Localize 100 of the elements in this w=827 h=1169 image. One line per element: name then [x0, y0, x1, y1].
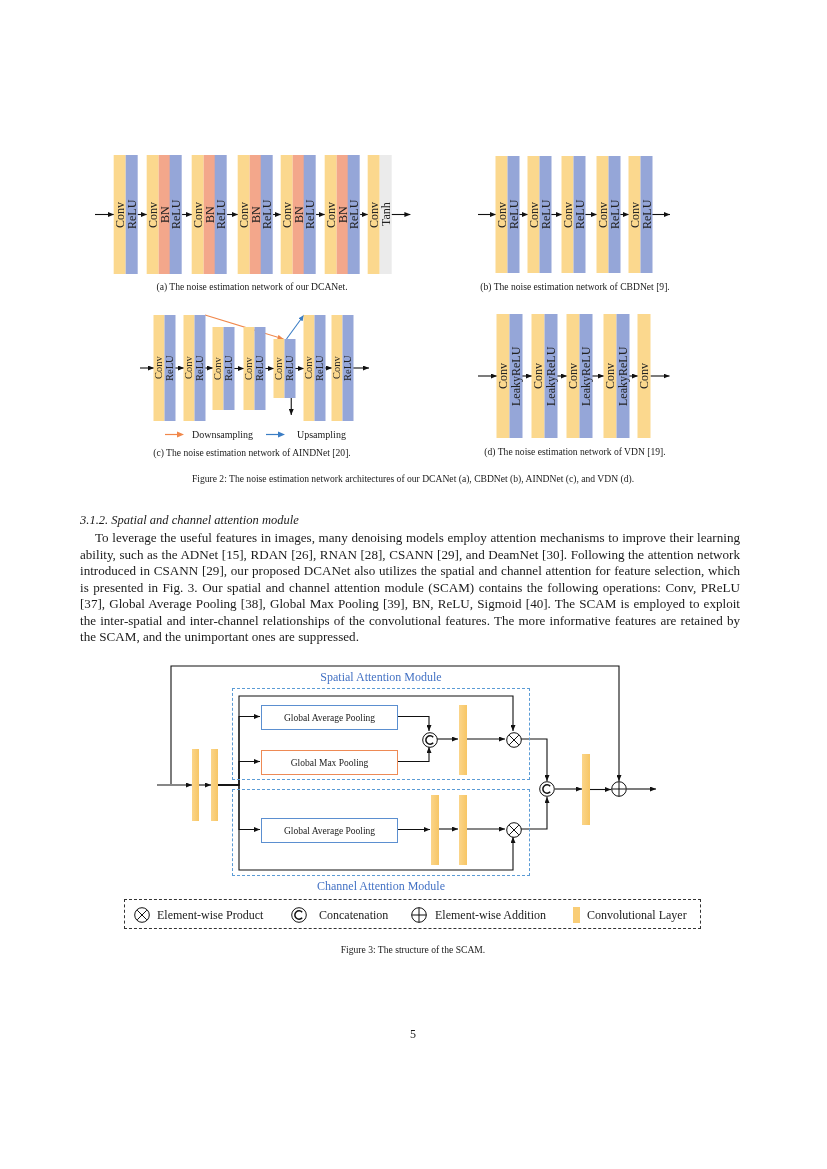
layer-block: Conv [532, 314, 545, 438]
conv-layer-bar [459, 705, 467, 775]
arrow [626, 786, 657, 792]
arrow [181, 212, 193, 217]
arrow [477, 373, 498, 379]
arrow [204, 365, 214, 371]
arrow [390, 212, 411, 217]
arrow [136, 212, 148, 217]
arrow [550, 212, 563, 217]
layer-block: ReLU [640, 156, 652, 273]
layer-block: Conv [325, 155, 337, 274]
layer-block: LeakyReLU [616, 314, 629, 438]
layer-block: ReLU [507, 156, 519, 273]
module-title: Channel Attention Module [316, 879, 446, 894]
layer-block: ReLU [284, 339, 295, 398]
layer-block: BN [203, 155, 216, 274]
arrow [139, 365, 155, 371]
figure-caption: Figure 3: The structure of the SCAM. [339, 944, 487, 955]
conv-layer-bar [192, 749, 199, 821]
arrow [272, 212, 282, 217]
arrow [589, 787, 612, 792]
layer-block: ReLU [573, 156, 585, 273]
figure-caption: (d) The noise estimation network of VDN [19]. [483, 446, 667, 457]
layer-block: LeakyReLU [544, 314, 557, 438]
figure-caption: (b) The noise estimation network of CBDNet [9]. [479, 281, 671, 292]
layer-block: BN [249, 155, 262, 274]
arrow [521, 373, 533, 379]
arrow [174, 365, 185, 371]
arrow [554, 786, 583, 792]
body-paragraph: To leverage the useful features in images, many denoising models employ attention mechanisms to improve their learning ability, such as the ADNet [15], RDAN [26], RNAN [28], CSANN [29], and DeamNet [30]. Following the attention network introduced in CSANN [29], our proposed DCANet also utilizes the spatial and channel attention for feature selection, which is presented in Fig. 3. Our spatial and channel attention module (SCAM) contains the following operations: Conv, PReLU [37], Global Average Pooling [38], Global Max Pooling [39], BN, ReLU, Sigmoid [40]. The SCAM is employed to exploit the inter-spatial and inter-channel relationships of the convolutional features. The more informative features are retained by the SCAM, and the unimportant ones are suppressed. [80, 530, 740, 646]
arrow [396, 827, 431, 832]
layer-block: LeakyReLU [579, 314, 592, 438]
arrow [518, 212, 529, 217]
arrow [217, 784, 516, 871]
arrow [465, 736, 506, 742]
arrow [628, 373, 639, 379]
arrow [294, 366, 305, 371]
layer-block: BN [292, 155, 305, 274]
arrow [591, 373, 605, 379]
layer-block: Conv [192, 155, 204, 274]
arrow [233, 366, 245, 371]
legend-label: Element-wise Addition [435, 907, 546, 923]
arrow [359, 212, 369, 217]
conv-layer-bar [431, 795, 439, 865]
layer-block: ReLU [254, 327, 265, 410]
layer-block: Conv [368, 155, 380, 274]
pooling-box: Global Average Pooling [261, 818, 398, 843]
module-title: Spatial Attention Module [319, 670, 443, 685]
layer-block: Conv [304, 315, 315, 421]
arrow [315, 212, 326, 217]
layer-block: ReLU [170, 155, 183, 274]
layer-block: ReLU [348, 155, 361, 274]
layer-block: Conv [213, 327, 224, 410]
layer-block: ReLU [608, 156, 620, 273]
arrow [94, 212, 115, 217]
arrow [520, 796, 550, 830]
layer-block: Conv [114, 155, 126, 274]
arrow [352, 365, 370, 371]
layer-block: ReLU [215, 155, 228, 274]
layer-block: Conv [496, 156, 508, 273]
arrow [170, 665, 622, 785]
legend-label: Upsampling [297, 429, 346, 440]
pooling-box: Global Average Pooling [261, 705, 398, 730]
layer-block: Conv [604, 314, 617, 438]
layer-block: ReLU [539, 156, 551, 273]
arrow [584, 212, 598, 217]
layer-block: Conv [281, 155, 293, 274]
layer-block: Conv [238, 155, 250, 274]
layer-block: Conv [597, 156, 609, 273]
arrow [396, 746, 432, 763]
layer-block: Conv [567, 314, 580, 438]
legend-label: Downsampling [192, 429, 254, 440]
arrow [465, 826, 506, 832]
layer-block: ReLU [164, 315, 175, 421]
arrow [288, 397, 294, 416]
layer-block: Conv [147, 155, 159, 274]
arrow [324, 365, 333, 371]
arrow [477, 212, 497, 217]
arrow [198, 782, 212, 788]
layer-block: ReLU [342, 315, 353, 421]
legend-label: Convolutional Layer [587, 907, 687, 923]
arrow [436, 736, 459, 742]
arrow [520, 738, 550, 782]
pooling-box: Global Max Pooling [261, 750, 398, 775]
layer-block: Conv [154, 315, 165, 421]
layer-block: Conv [244, 327, 255, 410]
arrow [156, 782, 193, 788]
layer-block: ReLU [261, 155, 274, 274]
figure-caption: (a) The noise estimation network of our DCANet. [155, 281, 349, 292]
layer-block: ReLU [304, 155, 317, 274]
arrow [226, 212, 239, 217]
figure-caption: Figure 2: The noise estimation network architectures of our DCANet (a), CBDNet (b), AINDNet (c), and VDN (d). [190, 473, 636, 484]
layer-block: BN [336, 155, 349, 274]
section-heading: 3.1.2. Spatial and channel attention module [80, 513, 299, 528]
page-number: 5 [409, 1027, 417, 1042]
arrow [437, 826, 459, 832]
layer-block: Conv [562, 156, 574, 273]
legend-label: Concatenation [319, 907, 389, 923]
layer-block: ReLU [223, 327, 234, 410]
layer-block: ReLU [125, 155, 138, 274]
